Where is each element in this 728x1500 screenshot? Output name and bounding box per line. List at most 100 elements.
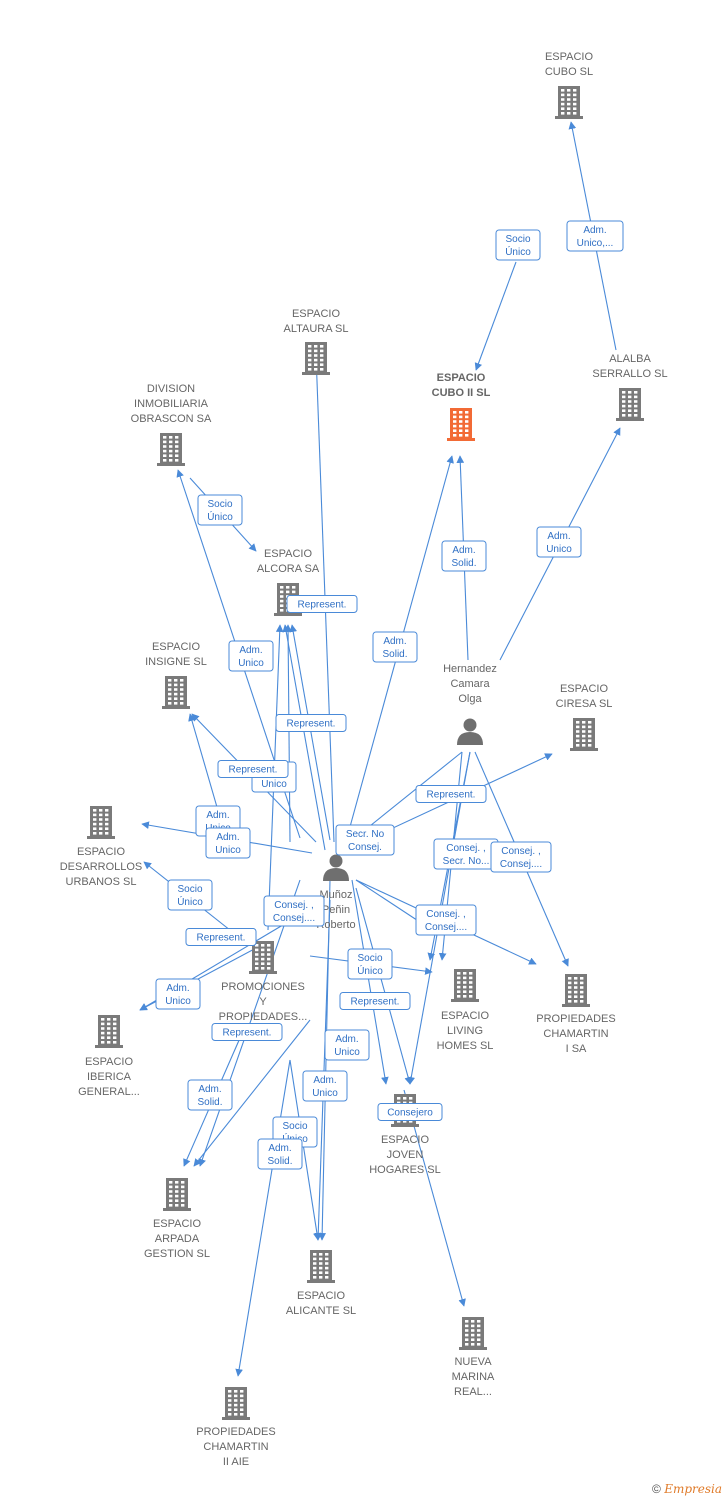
edge-label-box[interactable]	[185, 928, 257, 946]
edge-label[interactable]: Adm.Solid.	[257, 1138, 303, 1170]
node-promociones[interactable]: PROMOCIONESYPROPIEDADES...	[219, 941, 308, 1023]
edge-label[interactable]: Represent.	[415, 785, 487, 803]
building-icon[interactable]	[447, 408, 475, 441]
building-icon[interactable]	[302, 342, 330, 375]
edge-label[interactable]: Adm.Unico	[302, 1070, 348, 1102]
edge-label[interactable]: Adm.Unico	[155, 978, 201, 1010]
edge-label[interactable]: Adm.Unico,...	[566, 220, 624, 252]
node-nueva[interactable]: NUEVAMARINAREAL...	[452, 1317, 495, 1398]
building-icon[interactable]	[162, 676, 190, 709]
node-label: CUBO SL	[545, 66, 593, 78]
edge-label[interactable]: Represent.	[339, 992, 411, 1010]
edge-label-box[interactable]	[339, 992, 411, 1010]
edge-label-box[interactable]	[228, 640, 274, 672]
edge-label[interactable]: Consej. ,Consej....	[263, 895, 325, 927]
edge-label-box[interactable]	[205, 827, 251, 859]
edge-label[interactable]: Consej. ,Consej....	[415, 904, 477, 936]
edge-label-box[interactable]	[302, 1070, 348, 1102]
edge-label-box[interactable]	[217, 760, 289, 778]
building-icon[interactable]	[307, 1250, 335, 1283]
edge-label-box[interactable]	[257, 1138, 303, 1170]
node-label: ESPACIO	[264, 548, 313, 560]
edge-label-box[interactable]	[286, 595, 358, 613]
edge-label[interactable]: Consej. ,Secr. No...	[433, 838, 499, 870]
brand-logo[interactable]: Empresia	[664, 1482, 722, 1496]
edge-label-box[interactable]	[263, 895, 325, 927]
building-icon[interactable]	[459, 1317, 487, 1350]
node-label: ESPACIO	[85, 1056, 134, 1068]
building-icon[interactable]	[570, 718, 598, 751]
edge-label-box[interactable]	[566, 220, 624, 252]
edge-label-box[interactable]	[536, 526, 582, 558]
edge-line	[193, 1019, 311, 1167]
building-icon[interactable]	[616, 388, 644, 421]
edge-label-box[interactable]	[187, 1079, 233, 1111]
building-icon[interactable]	[562, 974, 590, 1007]
edge-label-box[interactable]	[377, 1103, 443, 1121]
edge-label-box[interactable]	[441, 540, 487, 572]
edge-label[interactable]: Adm.Unico	[536, 526, 582, 558]
edge-label-box[interactable]	[335, 824, 395, 856]
edge-label-box[interactable]	[490, 841, 552, 873]
building-icon[interactable]	[249, 941, 277, 974]
edge-label[interactable]: Represent.	[217, 760, 289, 778]
person-icon[interactable]	[457, 718, 483, 746]
edge-label-box[interactable]	[495, 229, 541, 261]
edge-label[interactable]: Represent.	[286, 595, 358, 613]
building-icon[interactable]	[157, 433, 185, 466]
edge-label[interactable]: Adm.Solid.	[187, 1079, 233, 1111]
building-icon[interactable]	[451, 969, 479, 1002]
edge-label-box[interactable]	[211, 1023, 283, 1041]
edge-label-box[interactable]	[347, 948, 393, 980]
building-icon[interactable]	[87, 806, 115, 839]
edge-label-box[interactable]	[372, 631, 418, 663]
edge-label[interactable]: Represent.	[275, 714, 347, 732]
edge-label[interactable]: Represent.	[185, 928, 257, 946]
edge-label-box[interactable]	[197, 494, 243, 526]
edge-label[interactable]: Consejero	[377, 1103, 443, 1121]
edge-label[interactable]: Adm.Solid.	[372, 631, 418, 663]
edge-label-box[interactable]	[324, 1029, 370, 1061]
edge-label[interactable]: Represent.	[211, 1023, 283, 1041]
edge-label-box[interactable]	[415, 904, 477, 936]
building-icon[interactable]	[222, 1387, 250, 1420]
edge-label-box[interactable]	[415, 785, 487, 803]
building-icon[interactable]	[555, 86, 583, 119]
edge-label-box[interactable]	[167, 879, 213, 911]
edge-label[interactable]: Adm.Solid.	[441, 540, 487, 572]
node-label: INMOBILIARIA	[134, 398, 209, 410]
edge-label[interactable]: Adm.Unico	[228, 640, 274, 672]
building-icon[interactable]	[95, 1015, 123, 1048]
edge-label-box[interactable]	[155, 978, 201, 1010]
edge-label[interactable]: Consej. ,Consej....	[490, 841, 552, 873]
edge-label-box[interactable]	[275, 714, 347, 732]
node-iberica[interactable]: ESPACIOIBERICAGENERAL...	[78, 1015, 140, 1098]
node-label: DIVISION	[147, 383, 195, 395]
node-label: URBANOS SL	[66, 876, 137, 888]
edge-label-text: Adm.	[216, 832, 239, 843]
person-icon[interactable]	[323, 854, 349, 882]
building-icon[interactable]	[163, 1178, 191, 1211]
edge-label[interactable]: Adm.Unico	[205, 827, 251, 859]
edge-label[interactable]: Adm.Unico	[324, 1029, 370, 1061]
